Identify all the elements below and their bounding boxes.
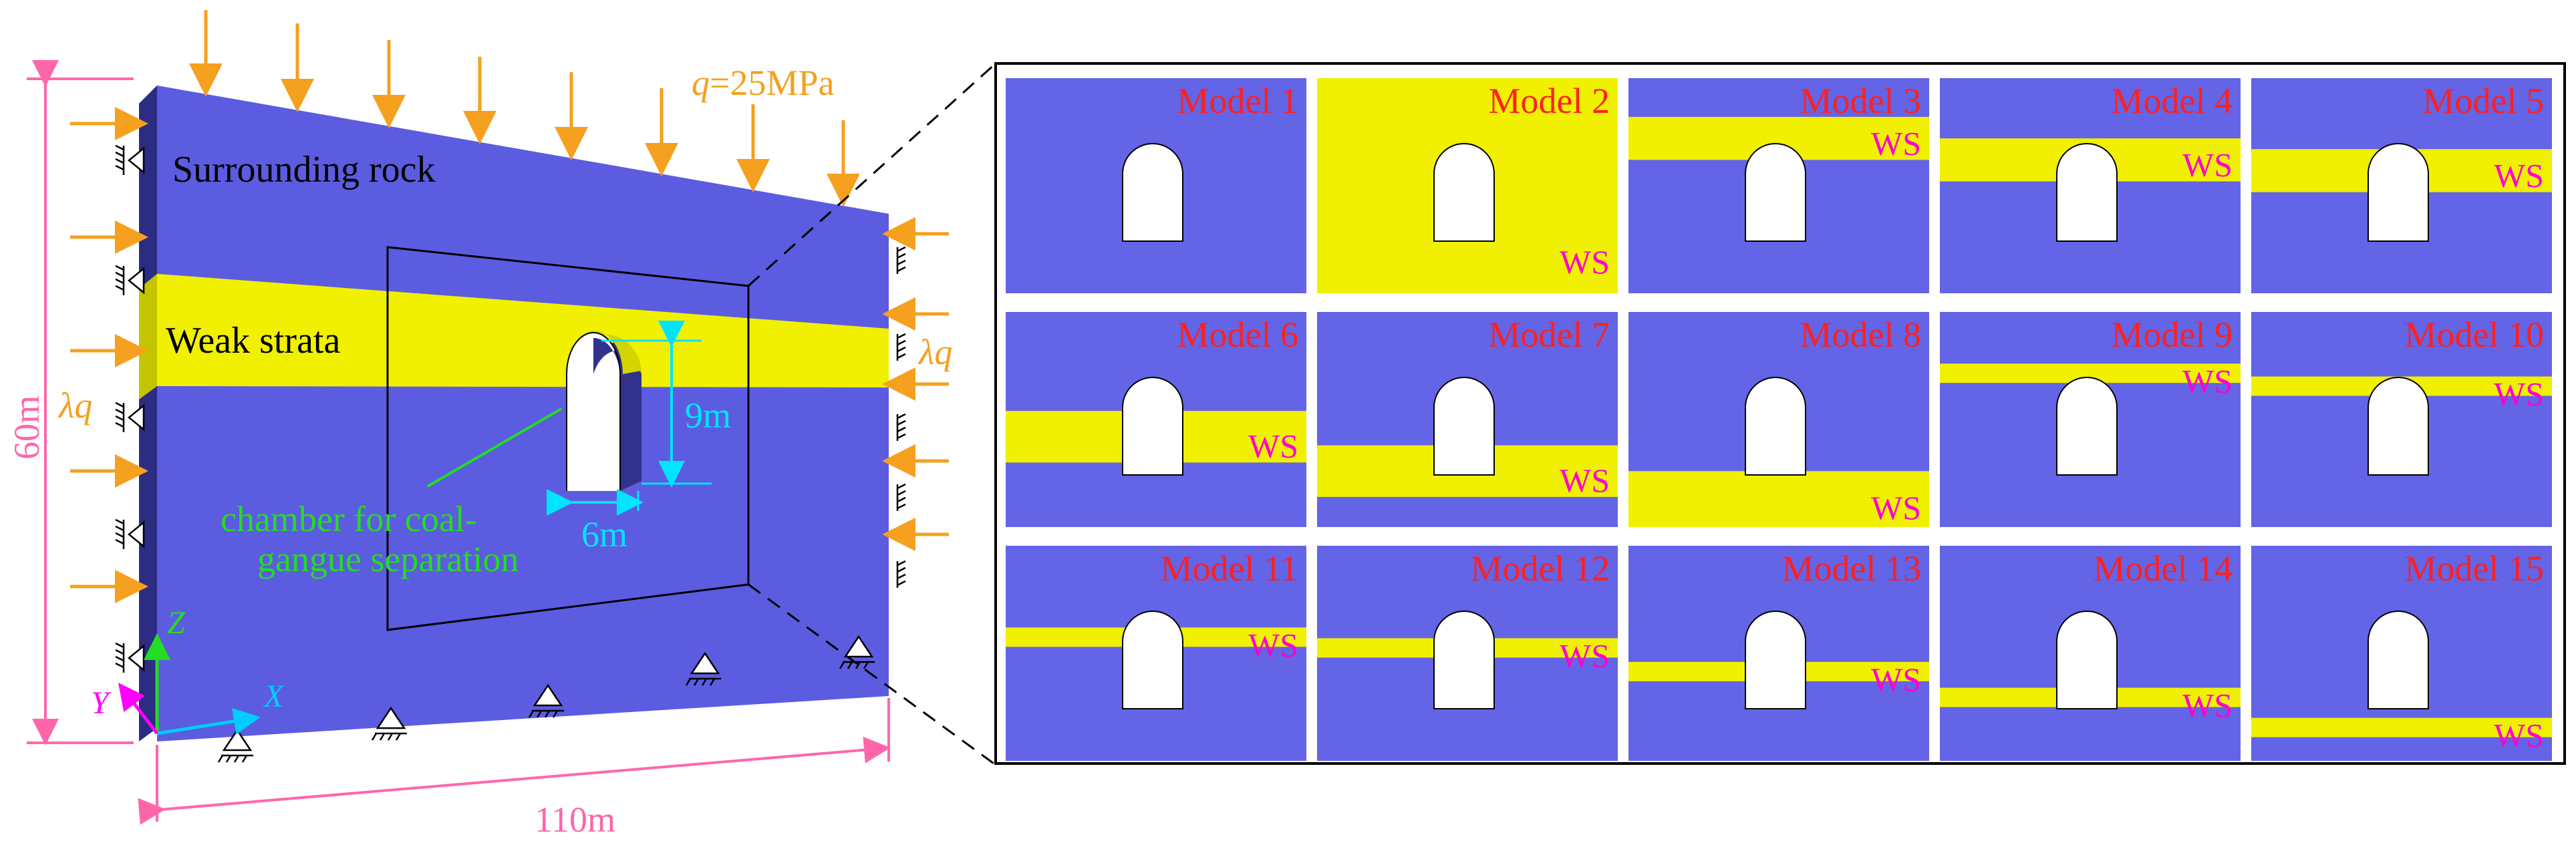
model-thumbnail: Model 3WS: [1628, 78, 1929, 293]
tunnel-opening: [1745, 611, 1806, 709]
tunnel-opening: [1122, 377, 1183, 476]
axis-z-label: Z: [167, 605, 186, 641]
right-load-arrows: [882, 217, 949, 551]
tunnel-opening: [2056, 143, 2118, 242]
chamber-label-line1: chamber for coal-: [221, 499, 477, 539]
tunnel-opening: [1122, 611, 1183, 709]
left-load-arrows: [70, 107, 148, 603]
model-label: Model 13: [1782, 548, 1922, 588]
tunnel-opening: [1122, 143, 1183, 242]
model-thumbnail: Model 11 WS: [1006, 546, 1306, 761]
ws-label: WS: [2182, 362, 2233, 399]
width-6m-label: 6m: [581, 514, 627, 554]
model-label: Model 4: [2112, 81, 2233, 121]
model-thumbnail: Model 1: [1006, 78, 1306, 293]
model-thumbnail: Model 12 WS: [1317, 546, 1618, 761]
model-label: Model 10: [2405, 315, 2545, 355]
weak-strata-band: [157, 274, 889, 387]
ws-label: WS: [2494, 717, 2544, 754]
model-label: Model 2: [1489, 81, 1610, 121]
model-label: Model 5: [2423, 81, 2545, 121]
chamber-leader: [426, 407, 563, 488]
ws-label: WS: [1871, 124, 1921, 162]
dim-110m: [138, 698, 891, 825]
zoom-line-bottom: [748, 583, 996, 766]
model-thumbnail: Model 9 WS: [1940, 312, 2241, 527]
model-label: Model 7: [1489, 315, 1610, 355]
tunnel-opening: [2368, 611, 2429, 709]
weak-strata-side: [139, 274, 157, 399]
chamber-opening: [566, 330, 641, 491]
lambda-q-right: λq: [917, 332, 952, 372]
ws-label: WS: [1248, 626, 1298, 663]
top-load-arrows: [189, 10, 860, 207]
tunnel-opening: [2368, 143, 2429, 242]
weak-strata-band: [1628, 471, 1929, 527]
tunnel-opening: [1433, 611, 1495, 709]
model-3d: [27, 10, 997, 825]
tunnel-opening: [1745, 143, 1806, 242]
model-thumbnail: Model 6 WS: [1006, 312, 1306, 527]
left-supports: [115, 144, 145, 673]
dim-110m-label: 110m: [535, 800, 615, 840]
ws-label: WS: [1560, 637, 1610, 674]
axis-x-label: X: [263, 679, 285, 714]
model-thumbnail: Model 10 WS: [2251, 312, 2552, 527]
tunnel-opening: [1745, 377, 1806, 476]
model-label: Model 14: [2094, 548, 2233, 588]
model-thumbnail: Model 14 WS: [1940, 546, 2241, 761]
tunnel-opening: [1433, 377, 1495, 476]
model-thumbnail: Model 4 WS: [1940, 78, 2241, 293]
ws-label: WS: [2182, 687, 2233, 724]
model-label: Model 6: [1177, 315, 1299, 355]
surrounding-rock-label: Surrounding rock: [172, 149, 436, 190]
model-label: Model 3: [1800, 81, 1922, 121]
model-thumbnail: Model 7 WS: [1317, 312, 1618, 527]
ws-label: WS: [1871, 489, 1921, 526]
tunnel-opening: [2056, 611, 2118, 709]
model-label: Model 15: [2405, 548, 2545, 588]
load-label: q=25MPa: [692, 63, 835, 103]
model-label: Model 1: [1177, 81, 1299, 121]
chamber-label-line2: gangue separation: [257, 539, 519, 579]
weak-strata-label: Weak strata: [166, 320, 340, 361]
zoom-line-top: [747, 62, 997, 287]
dim-60m-label: 60m: [7, 395, 47, 460]
model-label: Model 11: [1161, 548, 1298, 588]
model-thumbnail: Model 5 WS: [2251, 78, 2552, 293]
lambda-q-left: λq: [57, 385, 92, 426]
dim-60m: [27, 60, 134, 745]
model-thumbnail: Model 13 WS: [1628, 546, 1929, 761]
weak-strata-band: [2251, 717, 2552, 737]
ws-label: WS: [1871, 661, 1921, 698]
ws-label: WS: [2182, 146, 2233, 184]
model-thumbnail: Model 8 WS: [1628, 312, 1929, 527]
model-label: Model 8: [1800, 315, 1922, 355]
model-front-face: [157, 86, 889, 741]
right-supports: [896, 246, 906, 588]
axis-y-label: Y: [91, 685, 112, 721]
model-thumbnail: Model 15 WS: [2251, 546, 2552, 761]
coordinate-axes: [118, 633, 261, 735]
model-thumbnail: Model 2 WS: [1317, 78, 1618, 293]
ws-label: WS: [2494, 157, 2544, 194]
ws-label: WS: [2494, 375, 2544, 413]
tunnel-opening: [2056, 377, 2118, 476]
ws-label: WS: [1560, 462, 1610, 499]
tunnel-opening: [2368, 377, 2429, 476]
tunnel-opening: [1433, 143, 1495, 242]
height-9m-label: 9m: [685, 395, 731, 436]
model-label: Model 9: [2112, 315, 2233, 355]
ws-label: WS: [1248, 427, 1298, 464]
model-label: Model 12: [1471, 548, 1610, 588]
ws-label: WS: [1560, 243, 1610, 281]
